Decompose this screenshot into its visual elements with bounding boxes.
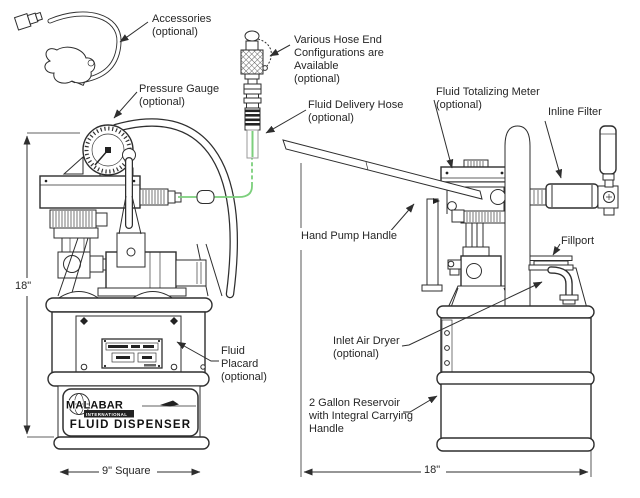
callout-leader-lines [113,21,563,413]
brand-subtitle-text: INTERNATIONAL [86,412,127,417]
carrying-handle-drawing [504,125,531,307]
accessories-drawing [13,11,122,87]
fluid-dispenser-drawing: MALABAR INTERNATIONAL FLUID DISPENSER [39,118,238,450]
label-inlet-air-dryer: Inlet Air Dryer (optional) [333,335,400,360]
dimension-lines [23,132,592,477]
inline-filter-drawing [529,125,619,216]
reservoir-drawing [436,305,595,452]
dimension-left-height: 18" [12,280,35,293]
label-delivery-hose: Fluid Delivery Hose (optional) [308,99,404,124]
totalizing-meter-drawing [440,166,509,183]
label-fillport: Fillport [561,235,595,247]
airplane-icon [160,400,179,407]
label-hose-end: Various Hose End Configurations are Avai… [294,34,384,85]
label-inline-filter: Inline Filter [548,106,602,118]
nameplate: MALABAR INTERNATIONAL FLUID DISPENSER [62,388,199,437]
fillport-drawing [528,255,579,305]
label-totalizing-meter: Fluid Totalizing Meter (optional) [436,86,540,111]
label-accessories: Accessories (optional) [152,13,212,38]
fluid-placard-drawing [101,338,163,369]
hose-end-connector-drawing [240,30,272,159]
hand-pump-handle-drawing [282,139,483,200]
label-fluid-placard: Fluid Placard (optional) [221,345,267,383]
label-hand-pump-handle: Hand Pump Handle [298,230,401,243]
dimension-base-width: 9" Square [99,465,154,478]
dimension-right-width: 18" [421,464,444,477]
fluid-delivery-hose-line [178,158,253,204]
hand-pump-reservoir-drawing [282,125,619,452]
brand-logo-text: MALABAR [66,400,123,412]
label-reservoir: 2 Gallon Reservoir with Integral Carryin… [309,397,413,435]
label-pressure-gauge: Pressure Gauge (optional) [139,83,220,108]
product-name-text: FLUID DISPENSER [70,419,192,431]
